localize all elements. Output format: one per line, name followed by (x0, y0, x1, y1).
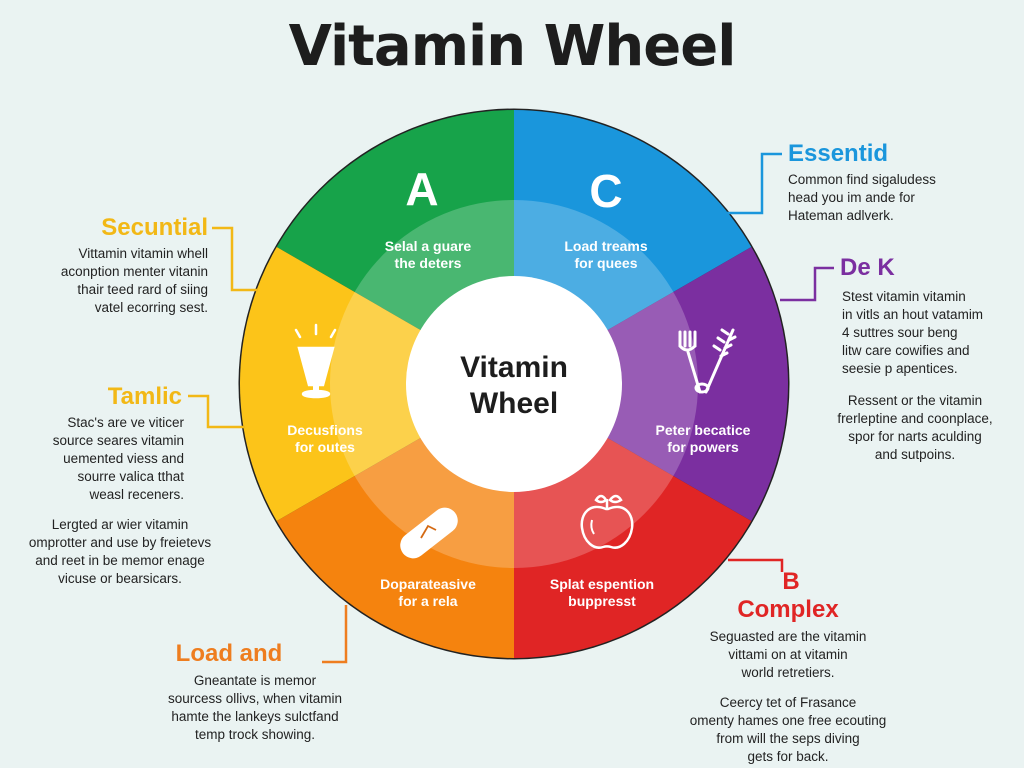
callout-heading-b: B (782, 568, 800, 595)
callout-text: Common find sigaludess head you im ande … (788, 172, 936, 223)
callout-text: Vittamin vitamin whell aconption menter … (60, 246, 208, 315)
connector-load-and (322, 605, 348, 664)
connector-tamlic (188, 394, 245, 429)
callout-text: Gneantate is memor sourcess ollivs, when… (167, 673, 343, 742)
callout-text: Ressent or the vitamin frerleptine and c… (837, 393, 993, 462)
callout-essentid: Essentid Common find sigaludess head you… (788, 140, 1008, 225)
callout-b-complex: B Complex Seguasted are the vitamin vitt… (672, 568, 904, 766)
callout-text: Seguasted are the vitamin vittami on at … (709, 629, 867, 680)
fork-and-wheat-icon (678, 328, 737, 394)
callout-text: Ceercy tet of Frasance omenty hames one … (689, 695, 887, 764)
wheel-slice-yellow (240, 247, 515, 521)
slice-label-orange: Doparateasive for a rela (380, 576, 476, 609)
connector-de-k (780, 266, 834, 302)
connector-b-complex (728, 558, 784, 572)
connector-secuntial (212, 226, 258, 292)
callout-text: Stest vitamin vitamin in vitls an hout v… (842, 289, 984, 376)
center-circle (406, 276, 622, 492)
slice-letter-c: C (589, 165, 623, 217)
callout-tamlic: Tamlic Stac's are ve viticer source sear… (20, 383, 220, 588)
callout-heading: Load and (175, 640, 283, 667)
callout-load-and: Load and Gneantate is memor sourcess oll… (140, 640, 370, 744)
callout-heading: Essentid (788, 140, 889, 167)
callout-de-k: De K Stest vitamin vitamin in vitls an h… (837, 254, 1020, 464)
apple-icon (580, 494, 634, 549)
pill-capsule-icon (400, 507, 458, 559)
callout-heading: De K (840, 254, 895, 281)
center-label: Vitamin Wheel (460, 351, 568, 420)
glass-icon (294, 323, 337, 399)
callout-secuntial: Secuntial Vittamin vitamin whell aconpti… (10, 214, 208, 317)
slice-label-red: Splat espention buppresst (549, 576, 655, 609)
callout-text: Lergted ar wier vitamin omprotter and us… (28, 517, 212, 586)
callout-text: Stac's are ve viticer source seares vita… (52, 415, 184, 502)
page-title: Vitamin Wheel (288, 14, 737, 79)
callout-heading: Secuntial (101, 214, 208, 241)
slice-label-green: Selal a guare the deters (384, 238, 472, 271)
slice-label-yellow: Decusfions for outes (287, 422, 363, 455)
connector-essentid (725, 152, 782, 215)
callout-heading-complex: Complex (737, 596, 839, 623)
wheel-slice-purple (514, 247, 788, 521)
callout-heading: Tamlic (107, 383, 182, 410)
slice-label-purple: Peter becatice for powers (655, 422, 751, 455)
slice-letter-a: A (405, 163, 439, 215)
slice-label-blue: Load treams for quees (564, 238, 648, 271)
